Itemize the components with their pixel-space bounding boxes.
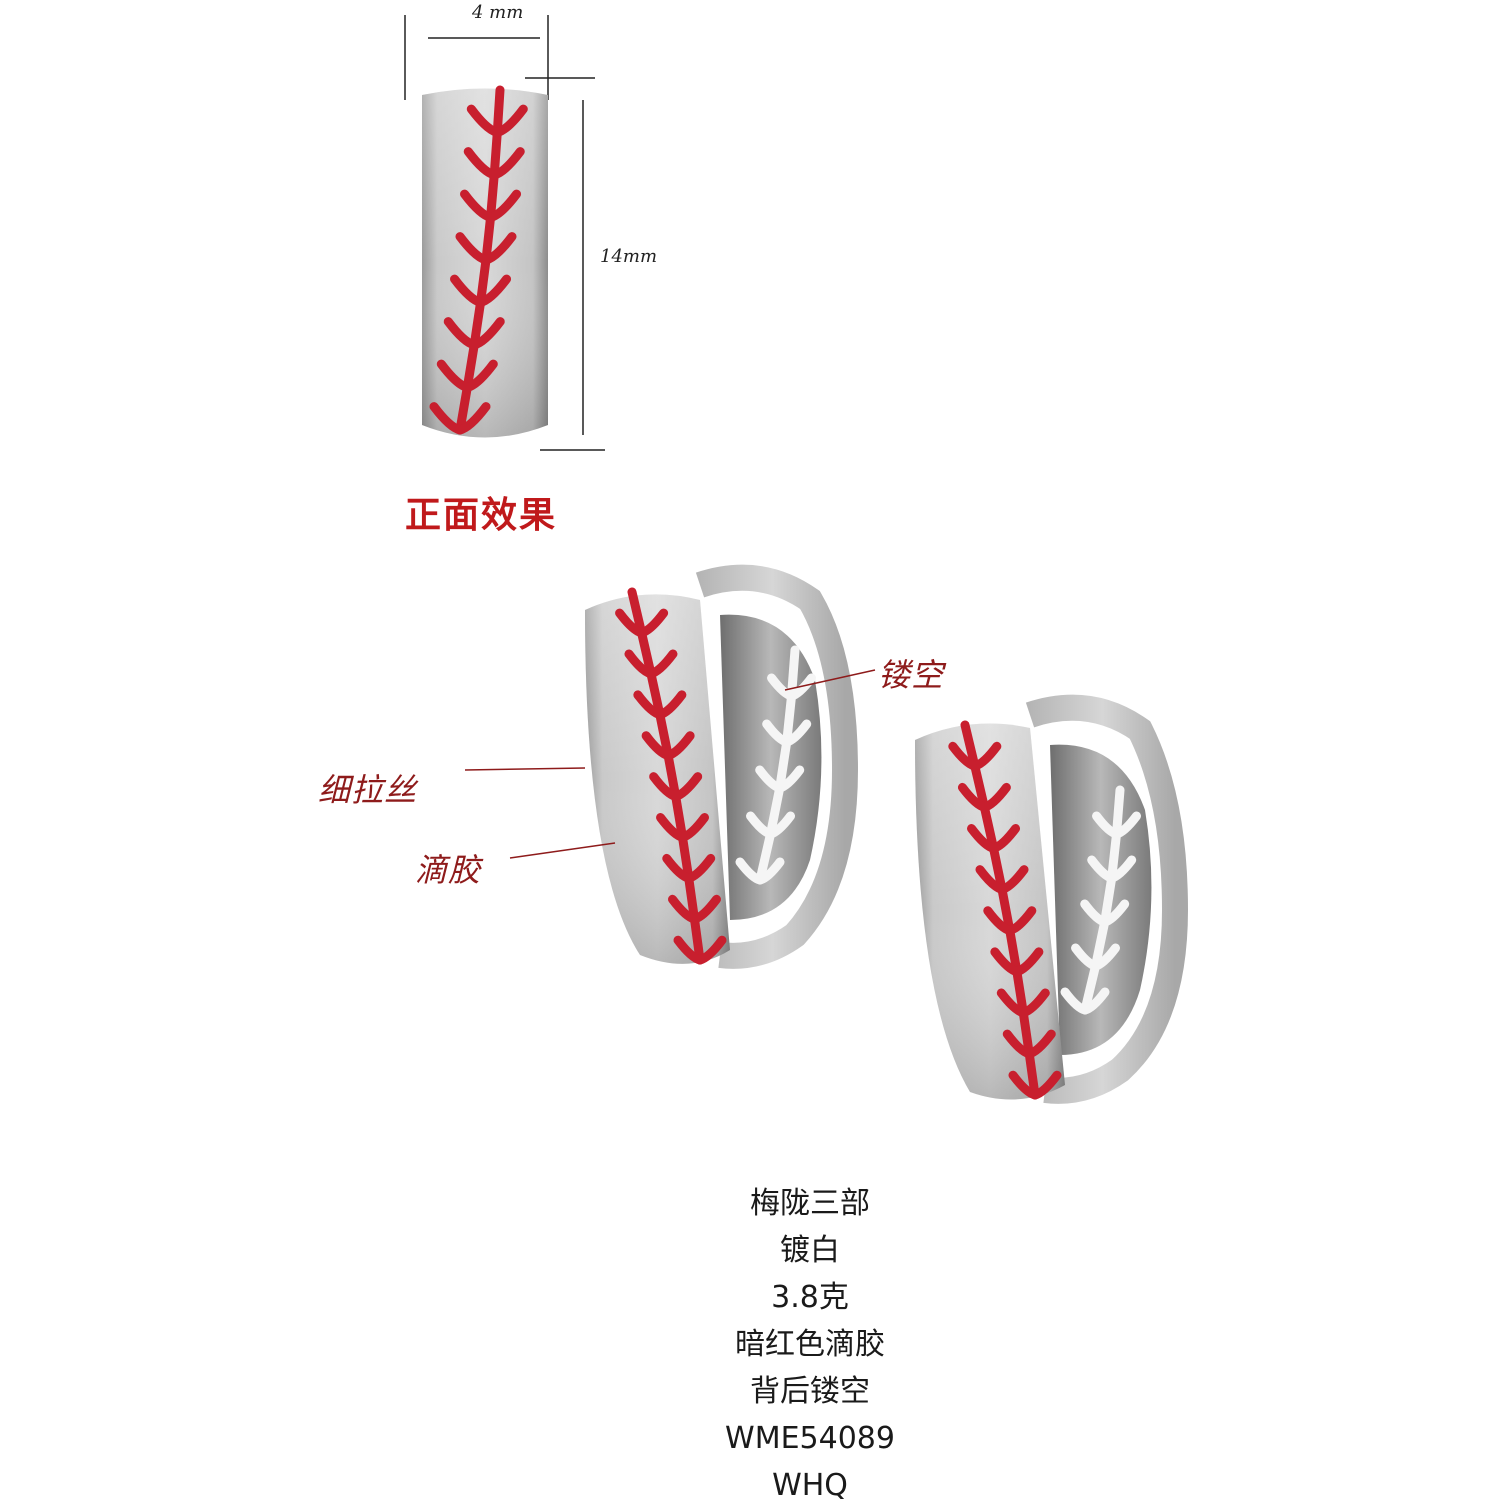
stitch-chevron [633, 690, 687, 720]
spec-item: 镀白 [780, 1233, 840, 1268]
hollow-chevron [746, 811, 796, 839]
hollow-chevron [1080, 899, 1130, 927]
stitch-chevron [656, 813, 710, 842]
stitch-chevron [450, 274, 512, 308]
front-view-stitch [429, 85, 528, 435]
hollow-chevron [1071, 943, 1121, 971]
epoxy-annotation: 滴胶 [415, 851, 482, 889]
hollow-chevron [1087, 855, 1137, 883]
brushed-annotation: 细拉丝 [318, 771, 418, 809]
stitch-chevron [615, 608, 669, 638]
hollow-chevron [1092, 811, 1142, 839]
hollow-annotation: 镂空 [878, 656, 945, 694]
hollow-seam [1080, 785, 1125, 1015]
stitch-chevron [957, 782, 1011, 812]
spec-item: 暗红色滴胶 [735, 1327, 885, 1362]
stitch-chevron [443, 317, 505, 350]
hollow-chevron [755, 765, 805, 793]
stitch-chevron [983, 906, 1037, 936]
stitch-chevron [1002, 1029, 1056, 1059]
stitch-seam [627, 587, 705, 965]
width-dimension-label: 4 mm [472, 2, 524, 23]
stitch-chevron [624, 649, 678, 679]
stitch-chevron [436, 359, 498, 393]
left-earring-stitch [615, 587, 727, 965]
stitch-chevron [455, 232, 517, 265]
stitch-chevron [466, 104, 528, 138]
stitch-chevron [662, 853, 716, 883]
spec-item: WHQ [772, 1468, 848, 1503]
stitch-chevron [1008, 1070, 1062, 1100]
front-view-caption: 正面效果 [405, 495, 558, 536]
stitch-seam [960, 720, 1040, 1100]
dimension-lines [404, 15, 605, 451]
hollow-chevron [735, 857, 785, 885]
height-dimension-label: 14mm [600, 246, 658, 267]
stitch-chevron [990, 947, 1044, 977]
right-earring-stitch [948, 720, 1062, 1100]
front-view-band [422, 85, 548, 438]
right-earring [915, 694, 1189, 1104]
stitch-chevron [996, 988, 1050, 1018]
stitch-chevron [667, 894, 721, 924]
spec-item: WME54089 [725, 1421, 895, 1456]
left-earring [585, 564, 859, 969]
stitch-chevron [641, 731, 695, 761]
stitch-chevron [460, 189, 522, 223]
stitch-chevron [463, 147, 525, 180]
spec-item: 梅陇三部 [750, 1186, 870, 1221]
stitch-chevron [429, 402, 491, 435]
spec-item: 背后镂空 [750, 1374, 870, 1409]
spec-item: 3.8克 [771, 1280, 849, 1315]
leader-lines [464, 669, 876, 859]
stitch-chevron [649, 772, 703, 802]
stitch-chevron [975, 865, 1029, 895]
hollow-chevron [1060, 987, 1110, 1015]
hollow-pattern [1060, 785, 1142, 1015]
stitch-chevron [967, 824, 1021, 853]
spec-list: 梅陇三部 镀白 3.8克 暗红色滴胶 背后镂空 WME54089 WHQ [660, 1180, 960, 1509]
hollow-chevron [762, 719, 812, 747]
stitch-chevron [948, 741, 1002, 771]
stitch-chevron [673, 935, 727, 965]
